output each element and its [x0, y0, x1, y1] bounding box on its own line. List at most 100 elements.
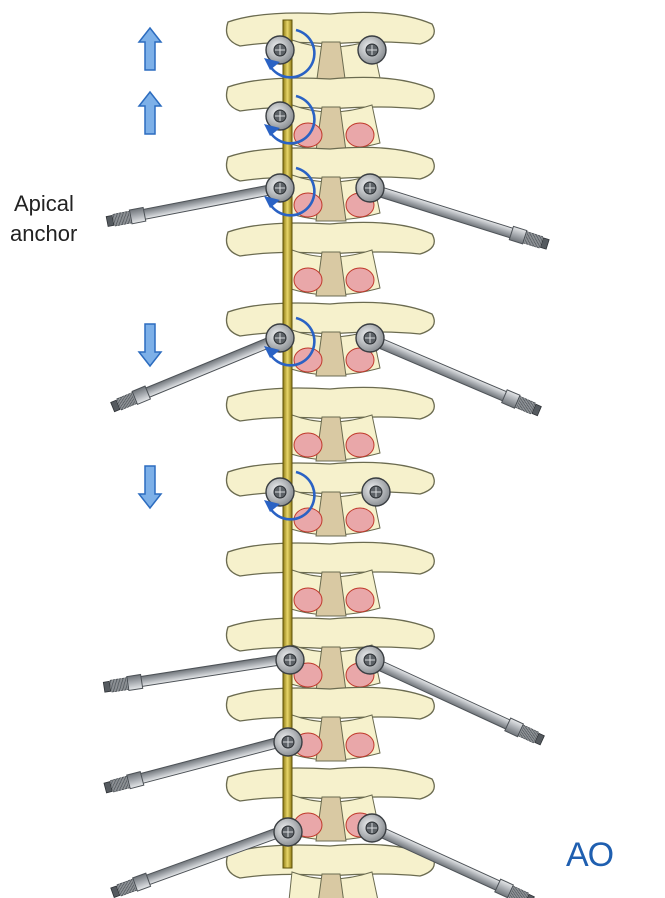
screw-thread — [514, 395, 536, 415]
screw-head-icon — [265, 323, 295, 353]
facet-joint — [293, 192, 323, 218]
apical-anchor-line-1: Apical — [14, 191, 74, 216]
pedicle-screw-icon — [365, 654, 545, 746]
screw-head-icon — [361, 477, 391, 507]
screw-head-icon — [273, 817, 303, 847]
screw-thread — [517, 724, 539, 744]
screw-head-icon — [265, 35, 295, 65]
spinous-process — [318, 873, 344, 898]
vertebral-body — [225, 616, 435, 652]
rotation-arrow-icon — [264, 470, 316, 521]
vertebral-body — [225, 541, 435, 577]
vertebra — [225, 541, 435, 617]
vertebral-body — [225, 386, 435, 422]
facet-joint — [345, 122, 375, 148]
facet-joint — [293, 347, 323, 373]
facet-joint — [345, 587, 375, 613]
facet-joint — [293, 267, 323, 293]
apical-anchor-line-2: anchor — [10, 221, 77, 246]
screw-head-icon — [275, 645, 305, 675]
screw-shaft — [138, 654, 282, 688]
facet-joint — [345, 267, 375, 293]
down-arrow-icon — [137, 465, 163, 510]
vertebral-body — [225, 461, 435, 497]
screw-shaft — [143, 332, 283, 399]
screw-tip — [524, 893, 535, 898]
screw-tip — [105, 215, 115, 227]
facet-joint — [293, 432, 323, 458]
screw-head-icon — [355, 323, 385, 353]
screw-head-icon — [273, 727, 303, 757]
pedicle-screw-icon — [105, 182, 282, 227]
down-arrow-icon — [137, 323, 163, 368]
screw-tip — [102, 680, 112, 693]
vertebra — [225, 221, 435, 297]
correction-rod — [282, 19, 293, 869]
vertebra — [225, 76, 435, 152]
pedicle-screw-icon — [369, 822, 535, 898]
rotation-arrow-icon — [264, 94, 316, 145]
apical-anchor-label: Apical anchor — [10, 191, 77, 246]
rotation-arrow-icon — [264, 166, 316, 217]
up-arrow-icon — [137, 26, 163, 71]
screw-thread — [116, 391, 138, 411]
pedicle-screw-icon — [365, 332, 542, 417]
screw-head-icon — [265, 101, 295, 131]
vertebra — [225, 843, 435, 898]
screw-head-icon — [265, 477, 295, 507]
facet-joint — [345, 507, 375, 533]
screw-tip — [103, 781, 113, 794]
screw-shaft — [140, 182, 282, 221]
screw-thread — [522, 231, 544, 249]
rotation-arrows — [264, 28, 316, 521]
screw-tip — [539, 237, 550, 250]
pedicle-screw-icon — [103, 736, 282, 794]
screw-collar — [126, 673, 144, 692]
up-arrow-icon — [137, 90, 163, 135]
screw-thread — [116, 878, 138, 897]
screw-head-icon — [357, 35, 387, 65]
pedicle-screw-icon — [102, 654, 282, 693]
vertebral-body — [225, 11, 435, 47]
screw-tip — [110, 399, 121, 413]
facet-joint — [345, 732, 375, 758]
vertebral-column — [225, 11, 435, 898]
vertebra — [225, 686, 435, 762]
vertebra — [225, 461, 435, 537]
ao-logo: AO — [566, 836, 614, 874]
screw-head-icon — [355, 173, 385, 203]
screw-thread — [110, 775, 131, 793]
vertebral-body — [225, 146, 435, 182]
screw-head-icon — [265, 173, 295, 203]
vertebral-body — [225, 76, 435, 112]
translation-arrows — [137, 26, 163, 510]
ao-logo-text: AO — [566, 836, 613, 874]
vertebra — [225, 11, 435, 87]
rotation-arrow-icon — [264, 28, 316, 79]
pedicle-screw-icon — [110, 826, 283, 898]
vertebral-body — [225, 301, 435, 337]
rotation-arrow-icon — [264, 316, 316, 367]
screw-tip — [531, 403, 542, 417]
screw-head-icon — [357, 813, 387, 843]
screw-heads — [265, 35, 391, 847]
vertebra — [225, 766, 435, 842]
vertebra — [225, 301, 435, 377]
screw-tip — [534, 732, 545, 746]
vertebral-body — [225, 843, 435, 879]
vertebral-body — [225, 766, 435, 802]
screw-thread — [109, 677, 130, 693]
screw-tip — [110, 885, 121, 898]
vertebra — [225, 146, 435, 222]
screw-head-icon — [355, 645, 385, 675]
facet-joint — [345, 432, 375, 458]
pedicle-screw-set — [102, 182, 550, 898]
screw-thread — [112, 210, 133, 227]
vertebral-body — [225, 221, 435, 257]
vertebral-body — [225, 686, 435, 722]
facet-joint — [293, 587, 323, 613]
pedicle-screw-icon — [365, 182, 550, 250]
vertebra — [225, 386, 435, 462]
